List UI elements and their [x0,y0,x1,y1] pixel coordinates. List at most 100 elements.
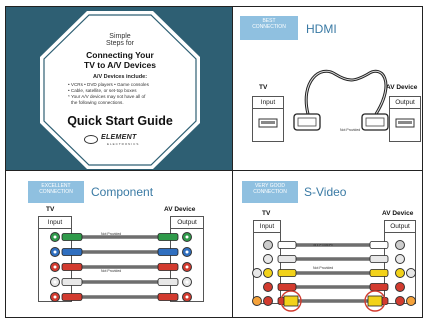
svideo-not-provided-note-2: Not Provided [313,266,334,270]
rca-jack-icon [395,268,405,278]
list-item: • Cable, satellite, or set-top boxes [68,88,137,93]
rca-plug-icon [157,278,179,286]
svideo-connection-badge: VERY GOOD CONNECTION [242,181,298,203]
rca-jack-icon [252,268,262,278]
rca-jack-icon [406,296,416,306]
av-devices-heading: A/V Devices include: [92,74,148,80]
badge-line: VERY GOOD [254,183,286,189]
list-item: the following connections. [71,100,124,105]
rca-jack-center-icon [53,250,57,254]
component-connection-badge: EXCELLENT CONNECTION [28,181,84,203]
rca-jack-icon [263,282,273,292]
highlighted-plug-icon [367,295,383,307]
simple-word: Simple [109,33,131,40]
rca-jack-icon [263,268,273,278]
logo-subtext: ELECTRONICS [107,142,140,146]
plug-icon [369,269,389,277]
hdmi-plug-right [361,113,389,131]
rca-plug-icon [61,248,83,256]
input-label: Input [39,217,71,229]
component-tv-label: TV [46,206,55,213]
hdmi-connection-badge: BEST CONNECTION [240,16,298,40]
list-item: • VCRs • DVD players • Game consoles [68,82,149,87]
hdmi-title: HDMI [306,22,337,36]
component-not-provided-note-1: Not Provided [101,232,122,236]
plug-icon [277,255,297,263]
svideo-not-provided-note-1: Not Provided [313,243,334,247]
component-av-device-label: AV Device [164,206,196,213]
page-frame [5,6,423,318]
component-not-provided-note-2: Not Provided [101,269,122,273]
plug-icon [369,255,389,263]
element-logo: ELEMENT ELECTRONICS [84,133,158,147]
rca-plug-icon [61,263,83,271]
output-label: Output [390,97,420,109]
connecting-heading-2: TV to A/V Devices [84,60,156,70]
rca-plug-icon [61,278,83,286]
output-label: Output [385,221,415,233]
plug-icon [277,241,297,249]
svideo-cable-diagram [252,240,416,312]
component-cable-diagram [50,232,192,302]
logo-wordmark: ELEMENT [101,134,137,141]
rca-jack-center-icon [185,235,189,239]
logo-ring-icon [84,135,98,144]
hdmi-av-device-label: AV Device [386,84,418,91]
highlight-circle [280,290,302,312]
hdmi-plug-left [293,113,321,131]
rca-jack-center-icon [185,265,189,269]
rca-jack-center-icon [53,295,57,299]
output-label: Output [171,217,203,229]
quick-start-panel: Simple Steps for Connecting Your TV to A… [6,7,232,170]
svideo-title: S-Video [304,185,347,199]
rca-jack-icon [263,296,273,306]
rca-jack-center-icon [185,295,189,299]
rca-jack-center-icon [53,280,57,284]
rca-plug-icon [157,248,179,256]
badge-line: BEST [262,18,276,24]
rca-plug-icon [61,293,83,301]
svideo-tv-label: TV [262,210,271,217]
rca-plug-icon [157,233,179,241]
rca-jack-icon [252,296,262,306]
svideo-jack-icon [263,240,273,250]
badge-line: EXCELLENT [41,183,71,189]
highlighted-plug-icon [283,295,299,307]
octagon-badge: Simple Steps for Connecting Your TV to A… [40,11,200,169]
rca-jack-center-icon [53,265,57,269]
input-label: Input [254,221,280,233]
simple-steps-text: Simple Steps for [40,33,200,47]
badge-line: CONNECTION [39,189,73,195]
component-tv-input-panel: Input [38,216,72,302]
highlight-circle [364,290,386,312]
quick-start-title: Quick Start Guide [67,114,173,128]
svideo-av-device-label: AV Device [382,210,414,217]
hdmi-tv-label: TV [259,84,268,91]
rca-jack-icon [395,254,405,264]
hdmi-not-provided-note: Not Provided [340,128,361,132]
hdmi-port-icon [258,118,278,128]
plug-icon [277,269,297,277]
vertical-divider [232,6,233,318]
badge-line: CONNECTION [252,24,286,30]
rca-jack-icon [263,254,273,264]
plug-icon [277,283,297,291]
rca-jack-icon [395,282,405,292]
octagon-shape [40,11,200,169]
rca-jack-icon [406,268,416,278]
plug-icon [369,283,389,291]
rca-jack-icon [395,296,405,306]
hdmi-tv-input-panel: Input [252,96,284,142]
connecting-heading-1: Connecting Your [86,50,154,60]
rca-plug-icon [157,263,179,271]
rca-jack-center-icon [53,235,57,239]
badge-line: CONNECTION [253,189,287,195]
steps-for-word: Steps for [105,40,134,47]
rca-jack-center-icon [185,280,189,284]
component-av-output-panel: Output [170,216,204,302]
rca-plug-icon [61,233,83,241]
hdmi-cable-diagram [293,69,389,131]
component-title: Component [91,185,154,199]
rca-plug-icon [157,293,179,301]
